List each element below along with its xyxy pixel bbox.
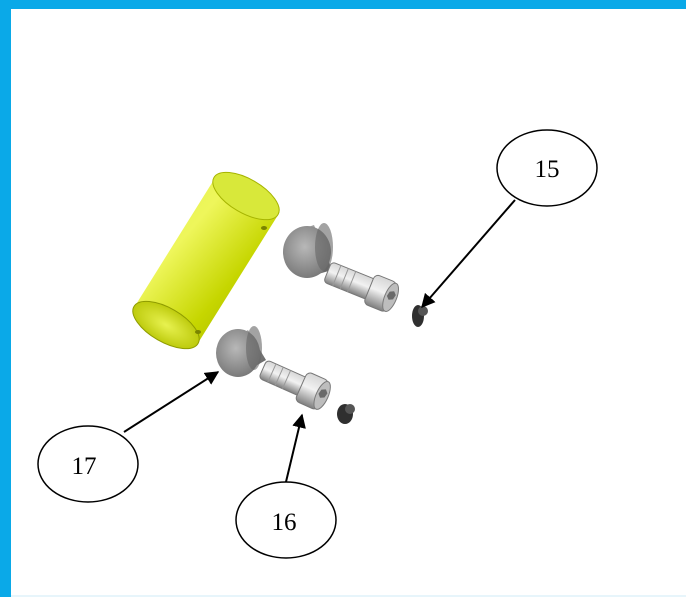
gray-bushing-upper [283, 223, 333, 278]
callout-15-label: 15 [535, 156, 560, 183]
callout-15-leader [421, 199, 516, 309]
callout-16: 16 [235, 413, 337, 559]
socket-head-screw-upper [324, 262, 400, 312]
yellow-cylinder-pin [132, 171, 280, 350]
washer-nut-upper [412, 305, 428, 327]
callout-17-leader [123, 371, 220, 433]
callout-17-circle [37, 425, 139, 503]
callout-15-circle [496, 129, 598, 207]
washer-nut-lower [337, 404, 355, 424]
callout-16-circle [235, 481, 337, 559]
socket-head-screw-lower [259, 360, 331, 410]
bottom-divider [11, 595, 686, 597]
callout-17-label: 17 [72, 453, 97, 480]
callout-16-leader [284, 413, 306, 487]
gray-bushing-lower [216, 326, 266, 377]
callout-17: 17 [37, 371, 220, 503]
callout-15: 15 [421, 129, 598, 309]
callout-16-label: 16 [272, 509, 297, 536]
